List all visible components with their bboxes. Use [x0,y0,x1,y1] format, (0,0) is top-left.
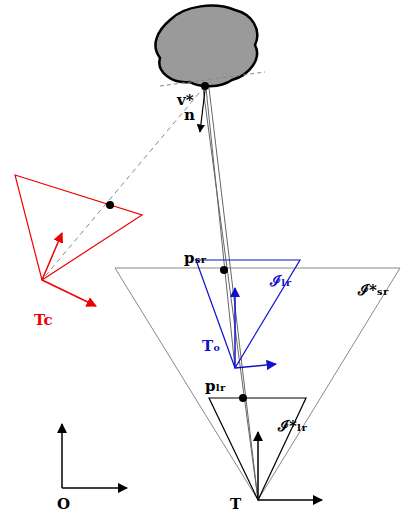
ray [206,88,235,368]
camera-c [15,175,142,280]
ray [203,88,258,500]
normal-arrow [200,90,205,132]
point [239,394,247,402]
frame-label: Tₒ [200,338,222,355]
point [106,201,114,209]
tangent-line [160,72,265,86]
camera-o [196,260,300,368]
frame-label: O [55,496,72,513]
point [201,82,209,90]
axis [61,424,63,488]
axis [62,487,127,489]
plane-label: ℐₗᵣ [268,273,294,290]
axis [42,233,62,280]
axis [42,280,96,306]
frame-label: T [228,496,243,513]
plane-label: ℐ*ₗᵣ [276,418,309,435]
frame-label: Tc [32,312,55,329]
image-plane-sr [115,268,400,500]
ray-dashed [42,86,205,280]
point-label: pₛᵣ [182,250,209,267]
axis [258,499,322,501]
image-plane-lr [209,398,306,500]
plane-label: ℐ*ₛᵣ [356,282,391,299]
vector-label: n [182,107,197,124]
point-label: pₗᵣ [203,378,228,395]
axis [235,364,276,368]
axis [257,432,259,500]
axis [234,288,236,368]
ray [209,88,258,500]
point [220,266,228,274]
object-blob [155,6,257,87]
